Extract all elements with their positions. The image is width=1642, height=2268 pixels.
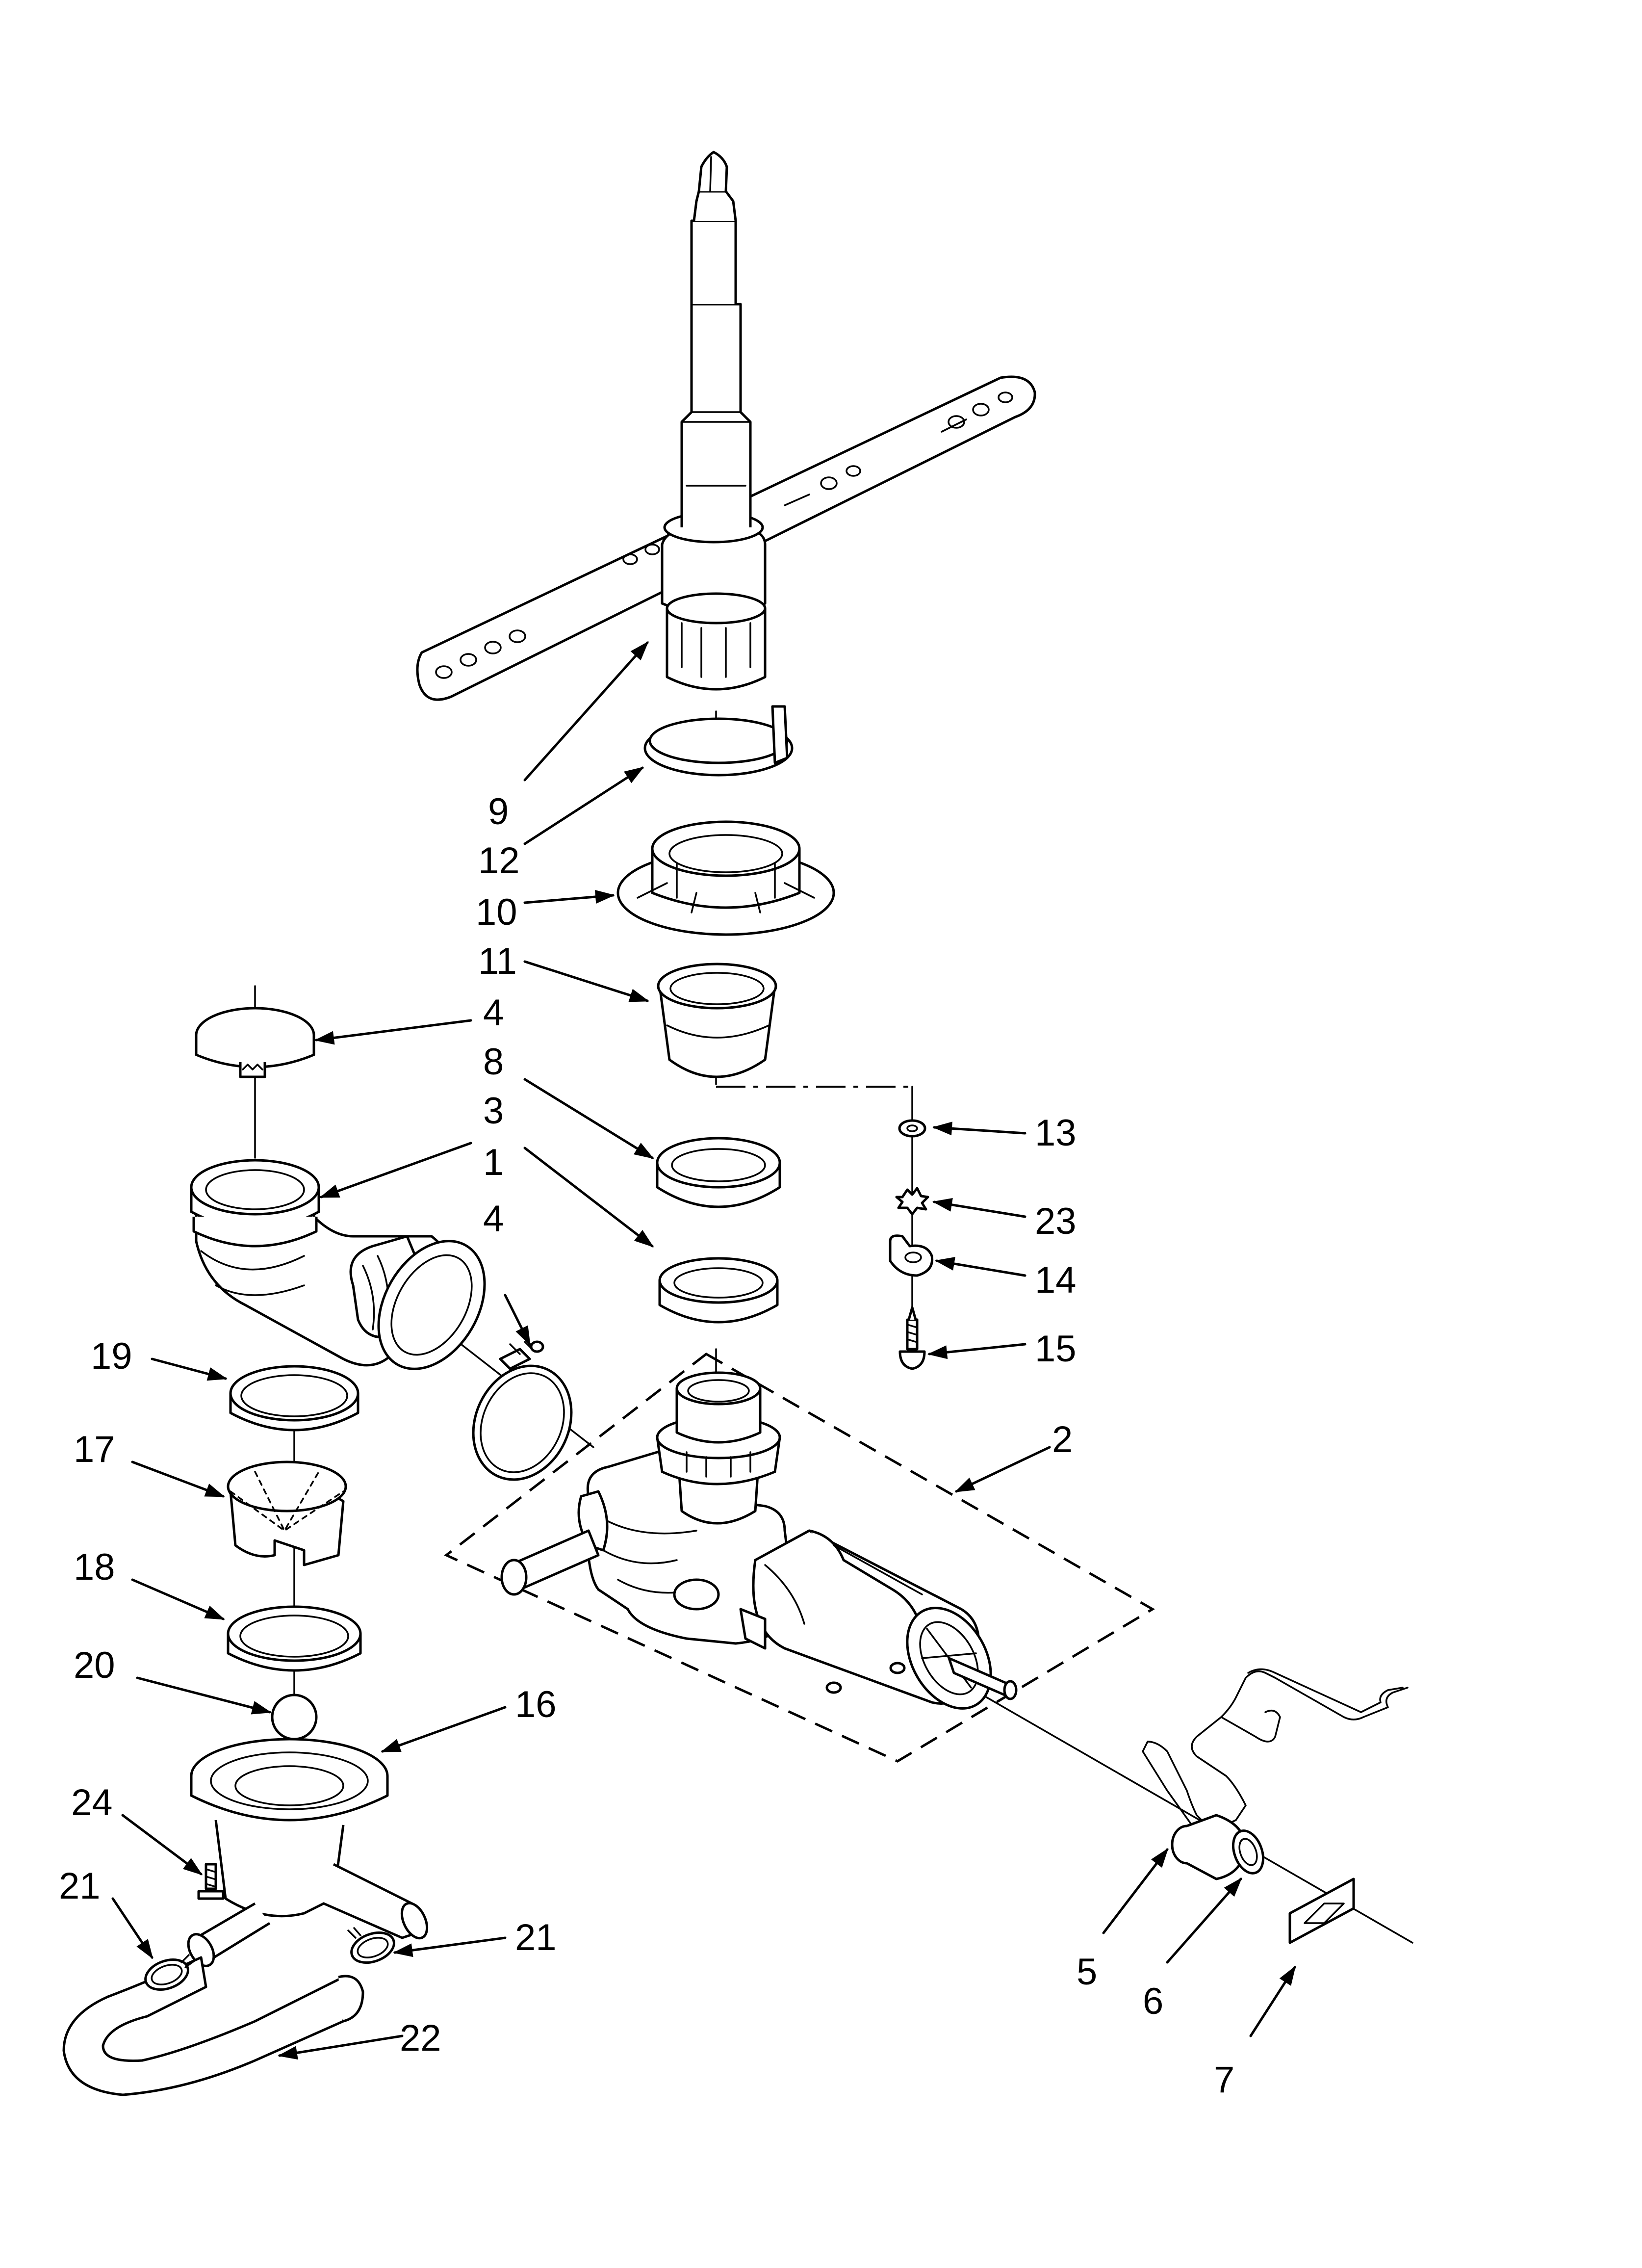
callout-15: 15	[1035, 1328, 1077, 1370]
callout-9: 9	[488, 791, 509, 833]
callout-24: 24	[71, 1782, 113, 1824]
callout-23: 23	[1035, 1200, 1077, 1242]
callout-labels: 9 12 10 11 4 8 3 1 4 13 23 14 15 2 19 17…	[59, 791, 1234, 2101]
callout-16: 16	[515, 1684, 557, 1725]
callout-21-right: 21	[515, 1917, 557, 1958]
split-ring	[643, 705, 794, 777]
check-ball	[271, 1694, 318, 1741]
callout-7: 7	[1214, 2059, 1234, 2101]
left-clamp-lower	[472, 1340, 573, 1481]
callout-20: 20	[74, 1644, 115, 1686]
callout-6: 6	[1143, 1981, 1163, 2022]
filter-cone	[227, 1460, 347, 1566]
callout-18: 18	[74, 1546, 115, 1588]
wire-and-bracket	[1142, 1668, 1409, 1944]
callout-4-upper: 4	[483, 992, 504, 1034]
spray-arm-assembly	[416, 151, 1036, 701]
hose-clamp-right	[347, 1927, 395, 1964]
tower-support	[616, 820, 835, 936]
screw-24	[197, 1863, 225, 1900]
gasket-ring	[658, 1257, 779, 1324]
tower-cup	[657, 963, 777, 1078]
callout-3: 3	[483, 1090, 504, 1132]
callout-4-lower: 4	[483, 1198, 504, 1240]
callout-12: 12	[478, 840, 520, 882]
callout-8: 8	[483, 1041, 504, 1083]
leader-lines	[111, 641, 1296, 2060]
sump-ring-lower	[227, 1605, 362, 1672]
elbow-hose	[190, 1159, 486, 1370]
callout-1: 1	[483, 1142, 504, 1183]
callout-17: 17	[74, 1429, 115, 1470]
callout-5: 5	[1077, 1951, 1097, 1993]
callout-22: 22	[400, 2017, 441, 2059]
drain-hose	[62, 1956, 364, 2096]
callout-21-left: 21	[59, 1865, 101, 1907]
callout-14: 14	[1035, 1259, 1077, 1301]
callout-10: 10	[476, 891, 517, 933]
callout-11: 11	[478, 940, 517, 982]
left-clamp-upper	[195, 1007, 315, 1078]
callout-2: 2	[1052, 1419, 1073, 1460]
callout-13: 13	[1035, 1112, 1077, 1154]
hose-clamp-left	[144, 1954, 195, 1991]
callout-19: 19	[91, 1335, 132, 1377]
fastener-parts	[889, 1119, 934, 1370]
sump-ring-upper	[229, 1365, 359, 1432]
sump-housing	[187, 1738, 429, 1967]
pump-motor-assembly	[444, 1353, 1155, 1763]
seal-ring	[656, 1137, 781, 1208]
